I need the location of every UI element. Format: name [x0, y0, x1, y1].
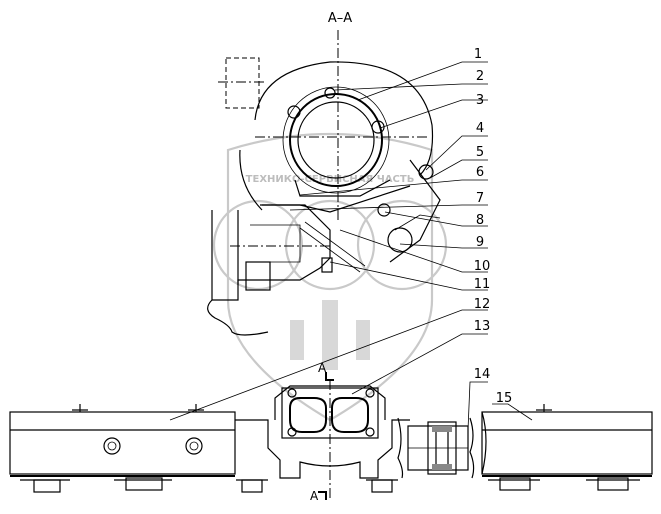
watermark-shield: ТЕХНИКО-СЕРВИСНАЯ ЧАСТЬ [212, 132, 448, 422]
callout-5: 5 [476, 145, 484, 160]
callout-labels: 1 2 3 4 5 6 7 8 9 10 11 12 13 14 15 [474, 47, 513, 406]
callout-9: 9 [476, 235, 484, 250]
callout-4: 4 [476, 121, 484, 136]
callout-12: 12 [474, 297, 491, 312]
callout-11: 11 [474, 277, 491, 292]
section-title: A–A [328, 11, 352, 26]
section-mark-top: A [318, 361, 334, 381]
callout-13: 13 [474, 319, 491, 334]
callout-8: 8 [476, 213, 484, 228]
callout-14: 14 [474, 367, 491, 382]
elevation-view [9, 380, 653, 500]
callout-leaders [169, 61, 533, 431]
section-mark-bottom-label: A [310, 489, 319, 503]
watermark-text: ТЕХНИКО-СЕРВИСНАЯ ЧАСТЬ [246, 174, 415, 185]
callout-2: 2 [476, 69, 484, 84]
section-mark-bottom: A [310, 489, 327, 503]
callout-10: 10 [474, 259, 491, 274]
callout-7: 7 [476, 191, 484, 206]
callout-15: 15 [496, 391, 513, 406]
callout-6: 6 [476, 165, 484, 180]
callout-3: 3 [476, 93, 484, 108]
callout-1: 1 [474, 47, 482, 62]
section-mark-top-label: A [318, 361, 327, 375]
